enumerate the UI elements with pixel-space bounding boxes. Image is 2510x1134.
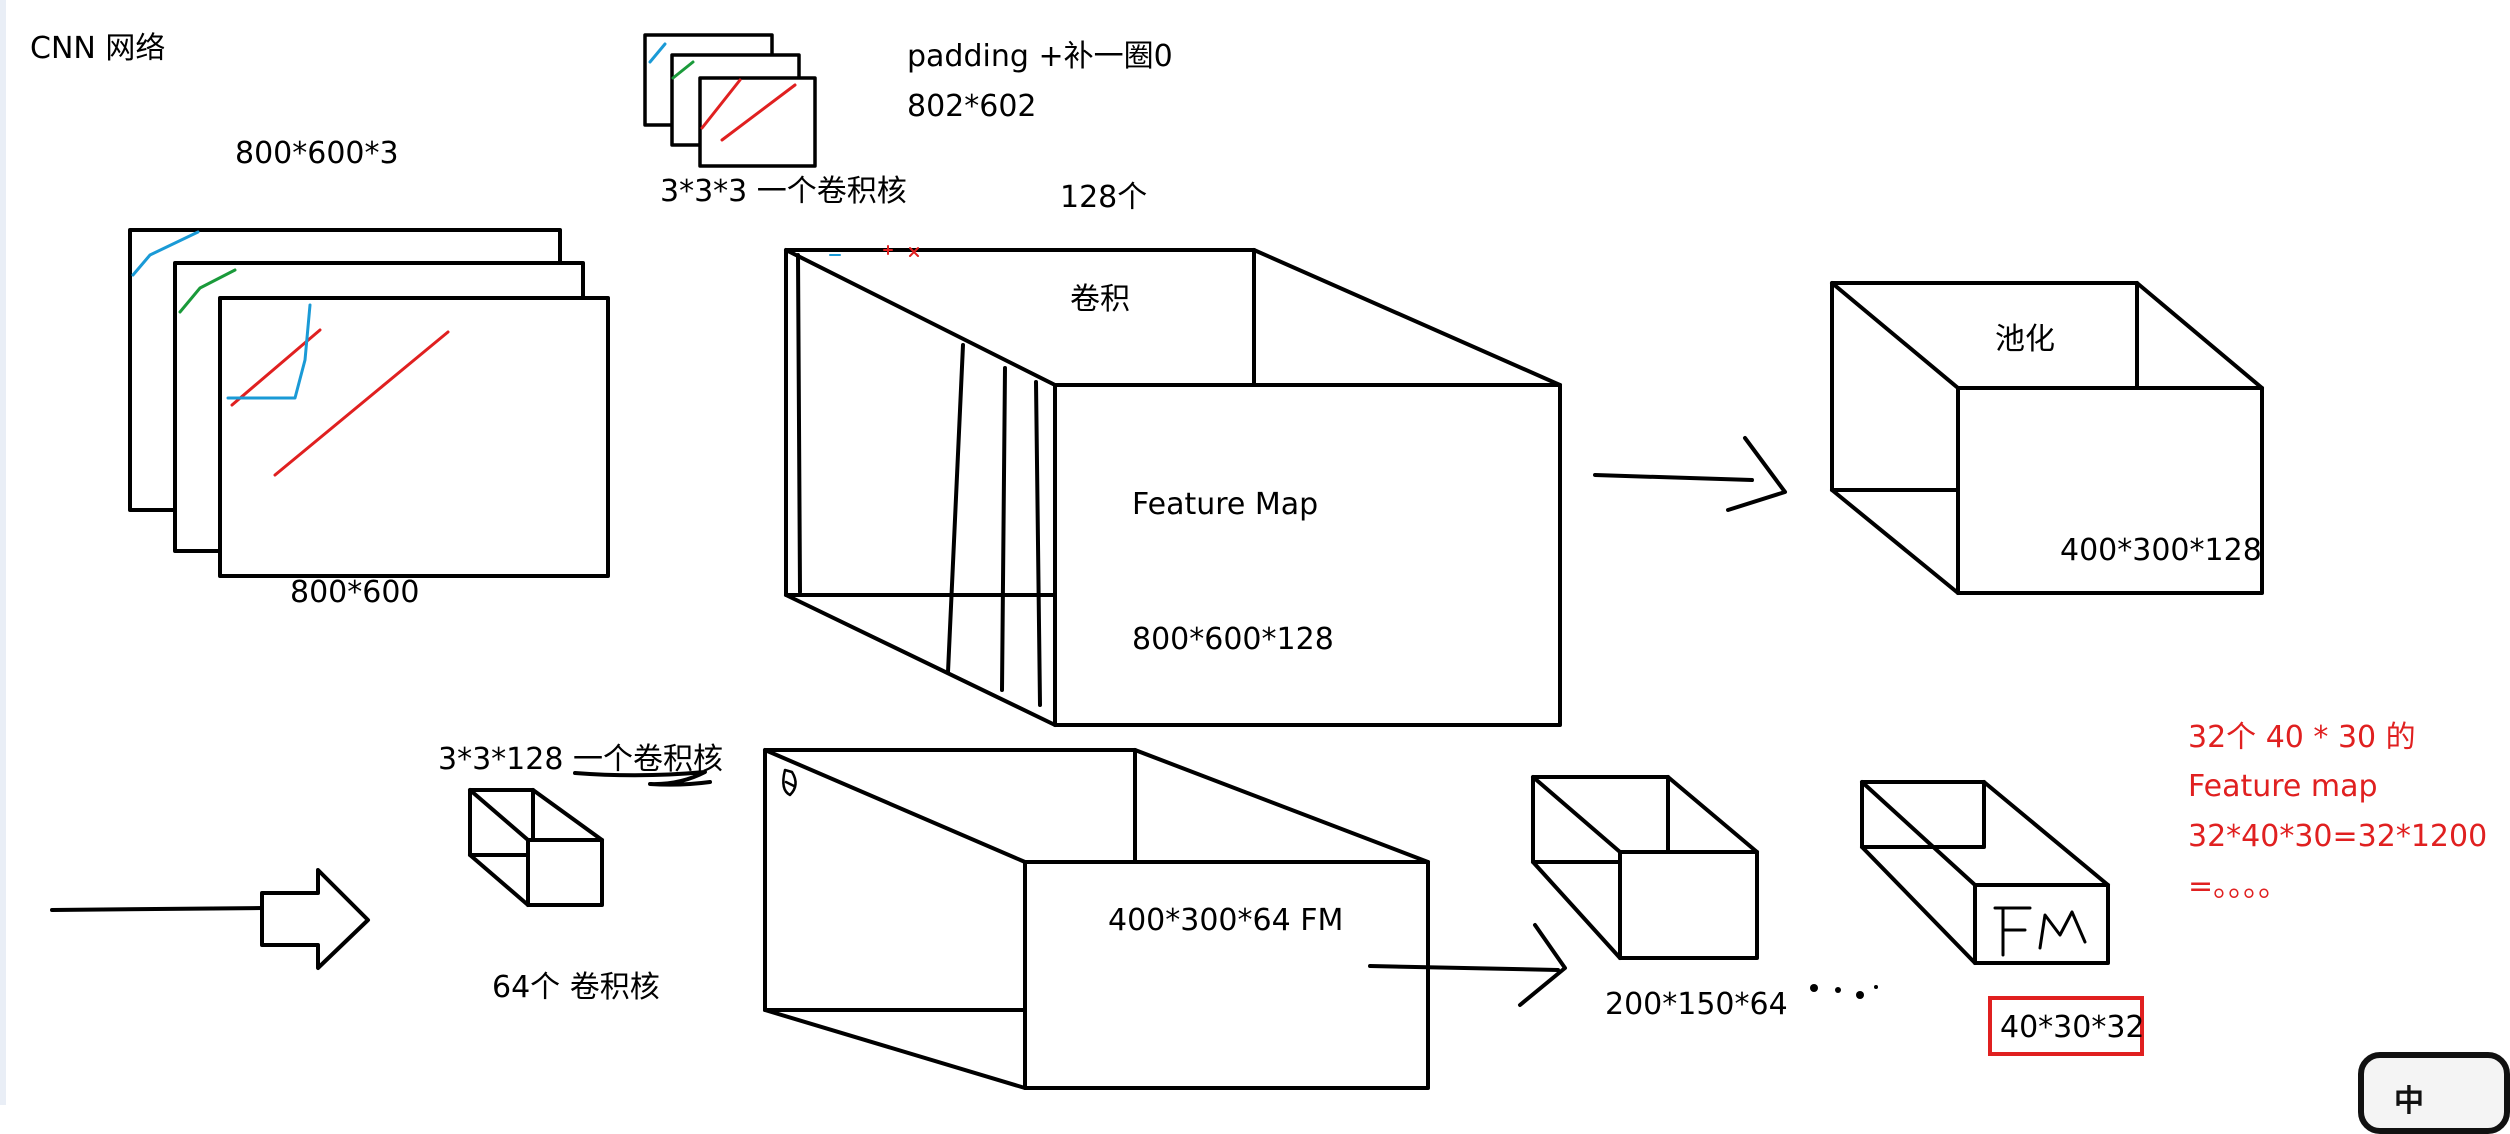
conv-cuboid (784, 245, 1562, 727)
feature-map-size: 800*600*128 (1132, 622, 1334, 657)
pool-cuboid (1830, 281, 2264, 595)
small-size-label: 200*150*64 (1605, 987, 1788, 1022)
kernel-count-128: 128个 (1060, 180, 1148, 215)
note-line-1: 32个 40 * 30 的 (2188, 720, 2416, 755)
note-line-3: 32*40*30=32*1200 (2188, 819, 2488, 854)
ime-indicator-label: 中 (2394, 1084, 2424, 1119)
kernel2-cube (468, 770, 712, 907)
input-size-label: 800*600*3 (235, 136, 399, 171)
kernel2-count-label: 64个 卷积核 (492, 970, 660, 1005)
note-line-4: =。。。。 (2188, 869, 2289, 904)
arrow-conv-to-pool (1593, 436, 1787, 512)
kernel2-label: 3*3*128 一个卷积核 (438, 742, 723, 777)
kernel1-label: 3*3*3 一个卷积核 (660, 174, 907, 209)
pool-label: 池化 (1995, 322, 2055, 357)
final-size-highlight (1988, 996, 2144, 1056)
final-size-label: 40*30*32 (2000, 1010, 2145, 1045)
diagram-title: CNN 网络 (30, 31, 166, 66)
feature-map-label: Feature Map (1132, 487, 1319, 522)
conv-label: 卷积 (1070, 282, 1130, 317)
window-edge (0, 0, 6, 1105)
diagram-canvas (50, 33, 2264, 1090)
arrow-layer2-to-small (1368, 923, 1567, 1007)
big-arrow (50, 868, 370, 970)
layer2-fm-label: 400*300*64 FM (1108, 903, 1344, 938)
final-cuboid (1860, 780, 2110, 965)
kernel1-stack (643, 33, 817, 168)
input-stack (128, 228, 610, 578)
padding-label: padding +补一圈0 (907, 39, 1173, 74)
note-line-2: Feature map (2188, 769, 2378, 804)
layer2-cuboid (763, 748, 1430, 1090)
pool-size-label: 400*300*128 (2060, 533, 2262, 568)
input-channel-size-label: 800*600 (290, 575, 420, 610)
small-cuboid (1531, 775, 1759, 960)
padding-size-label: 802*602 (907, 89, 1037, 124)
ime-indicator[interactable]: 中 (2358, 1052, 2510, 1134)
ellipsis-dots (1810, 984, 1878, 999)
